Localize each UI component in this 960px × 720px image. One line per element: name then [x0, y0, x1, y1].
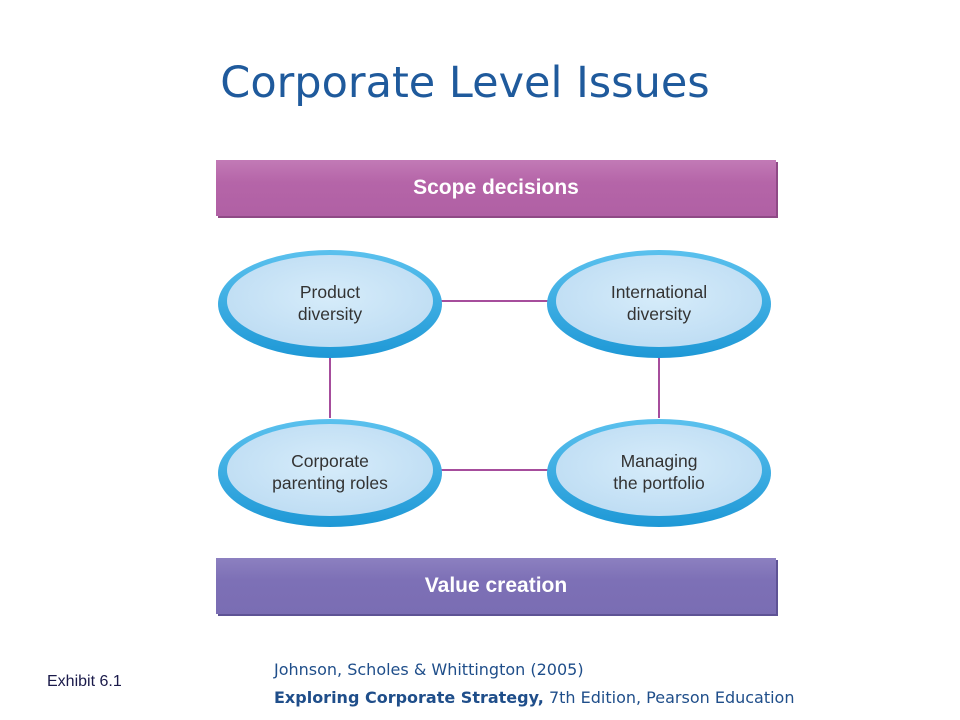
node-label-international-diversity: International diversity — [559, 281, 759, 325]
node-international-diversity — [547, 250, 771, 358]
value-creation-bar: Value creation — [216, 558, 776, 614]
value-creation-label: Value creation — [424, 574, 568, 597]
citation-source: Exploring Corporate Strategy, 7th Editio… — [274, 684, 794, 712]
citation: Johnson, Scholes & Whittington (2005) Ex… — [274, 656, 794, 712]
node-label-line: Corporate — [291, 451, 369, 471]
node-label-line: Product — [299, 282, 361, 302]
node-label-line: Managing — [620, 451, 698, 471]
node-label-line: diversity — [626, 304, 692, 324]
node-product-diversity — [218, 250, 442, 358]
citation-edition: 7th Edition, Pearson Education — [543, 688, 795, 707]
node-corporate-parenting-roles — [218, 419, 442, 527]
node-label-line: the portfolio — [613, 473, 705, 493]
citation-book-title: Exploring Corporate Strategy, — [274, 688, 544, 707]
page-title: Corporate Level Issues — [220, 58, 710, 108]
citation-authors: Johnson, Scholes & Whittington (2005) — [274, 660, 584, 679]
exhibit-label: Exhibit 6.1 — [47, 673, 122, 690]
scope-decisions-label: Scope decisions — [413, 176, 579, 199]
node-label-line: International — [610, 282, 708, 302]
node-managing-the-portfolio — [547, 419, 771, 527]
node-label-managing-the-portfolio: Managing the portfolio — [559, 450, 759, 494]
node-label-corporate-parenting-roles: Corporate parenting roles — [230, 450, 430, 494]
scope-decisions-bar: Scope decisions — [216, 160, 776, 216]
node-label-line: diversity — [297, 304, 363, 324]
node-label-product-diversity: Product diversity — [230, 281, 430, 325]
node-label-line: parenting roles — [272, 473, 388, 493]
